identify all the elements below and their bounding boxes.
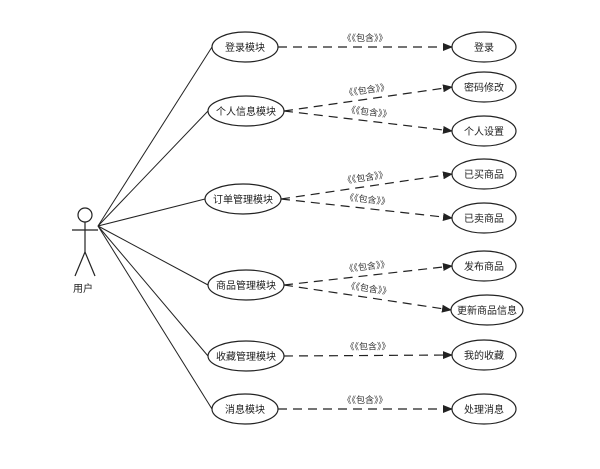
association-line-msg [97, 225, 213, 410]
use-case-module-ellipse [211, 31, 279, 63]
include-label: 《《包含》》 [344, 81, 390, 99]
use-case-feature-f-bought: 已买商品 [451, 158, 517, 190]
actor-head [77, 207, 93, 223]
use-case-module-ellipse [207, 340, 285, 372]
actor-left-leg [74, 251, 86, 277]
actor-right-leg [84, 251, 96, 277]
use-case-feature-ellipse [451, 250, 517, 282]
use-case-feature-f-update: 更新商品信息 [450, 294, 524, 326]
use-case-feature-f-settings: 个人设置 [451, 115, 517, 147]
use-case-feature-ellipse [451, 31, 517, 63]
use-case-module-order: 订单管理模块 [204, 183, 282, 215]
include-label: 《《包含》》 [344, 258, 390, 275]
include-label: 《《包含》》 [342, 394, 387, 406]
association-line-login [97, 46, 213, 227]
use-case-feature-ellipse [451, 158, 517, 190]
use-case-module-ellipse [207, 269, 285, 301]
include-label: 《《包含》》 [346, 103, 392, 120]
actor: 用户 [72, 207, 98, 295]
use-case-feature-f-password: 密码修改 [451, 71, 517, 103]
use-case-feature-label: 处理消息 [464, 403, 504, 416]
use-case-feature-label: 已卖商品 [464, 212, 504, 225]
use-case-feature-label: 个人设置 [464, 126, 504, 138]
use-case-feature-ellipse [451, 71, 517, 103]
use-case-feature-f-login: 登录 [451, 31, 517, 63]
use-case-module-goods: 商品管理模块 [207, 269, 285, 301]
include-arrow-fav-f-fav [283, 351, 453, 360]
use-case-feature-ellipse [451, 393, 517, 425]
association-line-profile [97, 110, 209, 227]
use-case-module-ellipse [211, 393, 279, 425]
include-relations: 《《包含》》《《包含》》《《包含》》《《包含》》《《包含》》《《包含》》《《包含… [278, 32, 453, 413]
use-case-module-fav: 收藏管理模块 [207, 340, 285, 372]
actor-label: 用户 [73, 282, 93, 295]
use-case-feature-f-sold: 已卖商品 [451, 202, 517, 234]
use-case-module-label: 个人信息模块 [216, 105, 276, 118]
use-case-feature-ellipse [451, 339, 517, 371]
use-case-feature-ellipse [451, 202, 517, 234]
use-case-module-login: 登录模块 [211, 31, 279, 63]
use-case-feature-label: 已买商品 [464, 168, 504, 181]
include-arrow-profile-f-password [283, 84, 453, 112]
include-label: 《《包含》》 [346, 279, 392, 298]
use-case-module-label: 订单管理模块 [213, 193, 273, 206]
include-arrow-order-f-sold [280, 198, 453, 221]
use-case-feature-f-fav: 我的收藏 [451, 339, 517, 371]
use-case-module-ellipse [207, 95, 285, 127]
include-arrow-goods-f-publish [283, 263, 453, 286]
use-case-feature-label: 密码修改 [464, 81, 504, 94]
use-case-feature-f-publish: 发布商品 [451, 250, 517, 282]
association-line-order [97, 198, 206, 227]
include-label: 《《包含》》 [342, 168, 388, 186]
include-label: 《《包含》》 [344, 191, 390, 208]
include-arrow-goods-f-update [283, 284, 452, 313]
use-case-feature-label: 更新商品信息 [457, 304, 517, 317]
use-case-module-ellipse [204, 183, 282, 215]
use-case-feature-ellipse [450, 294, 524, 326]
use-case-module-profile: 个人信息模块 [207, 95, 285, 127]
use-case-feature-label: 发布商品 [464, 260, 504, 273]
use-case-module-msg: 消息模块 [211, 393, 279, 425]
use-case-feature-ellipse [451, 115, 517, 147]
association-line-fav [97, 225, 209, 357]
use-case-feature-label: 登录 [474, 41, 494, 54]
use-case-feature-label: 我的收藏 [464, 349, 504, 362]
include-label: 《《包含》》 [342, 32, 387, 44]
use-case-module-label: 消息模块 [225, 403, 265, 416]
association-lines [97, 46, 213, 410]
association-line-goods [97, 225, 209, 286]
use-case-module-label: 商品管理模块 [216, 279, 276, 292]
include-arrow-profile-f-settings [283, 110, 453, 134]
use-case-module-label: 收藏管理模块 [216, 350, 276, 363]
use-case-feature-f-msg: 处理消息 [451, 393, 517, 425]
use-case-module-label: 登录模块 [225, 41, 265, 54]
include-label: 《《包含》》 [345, 340, 390, 352]
